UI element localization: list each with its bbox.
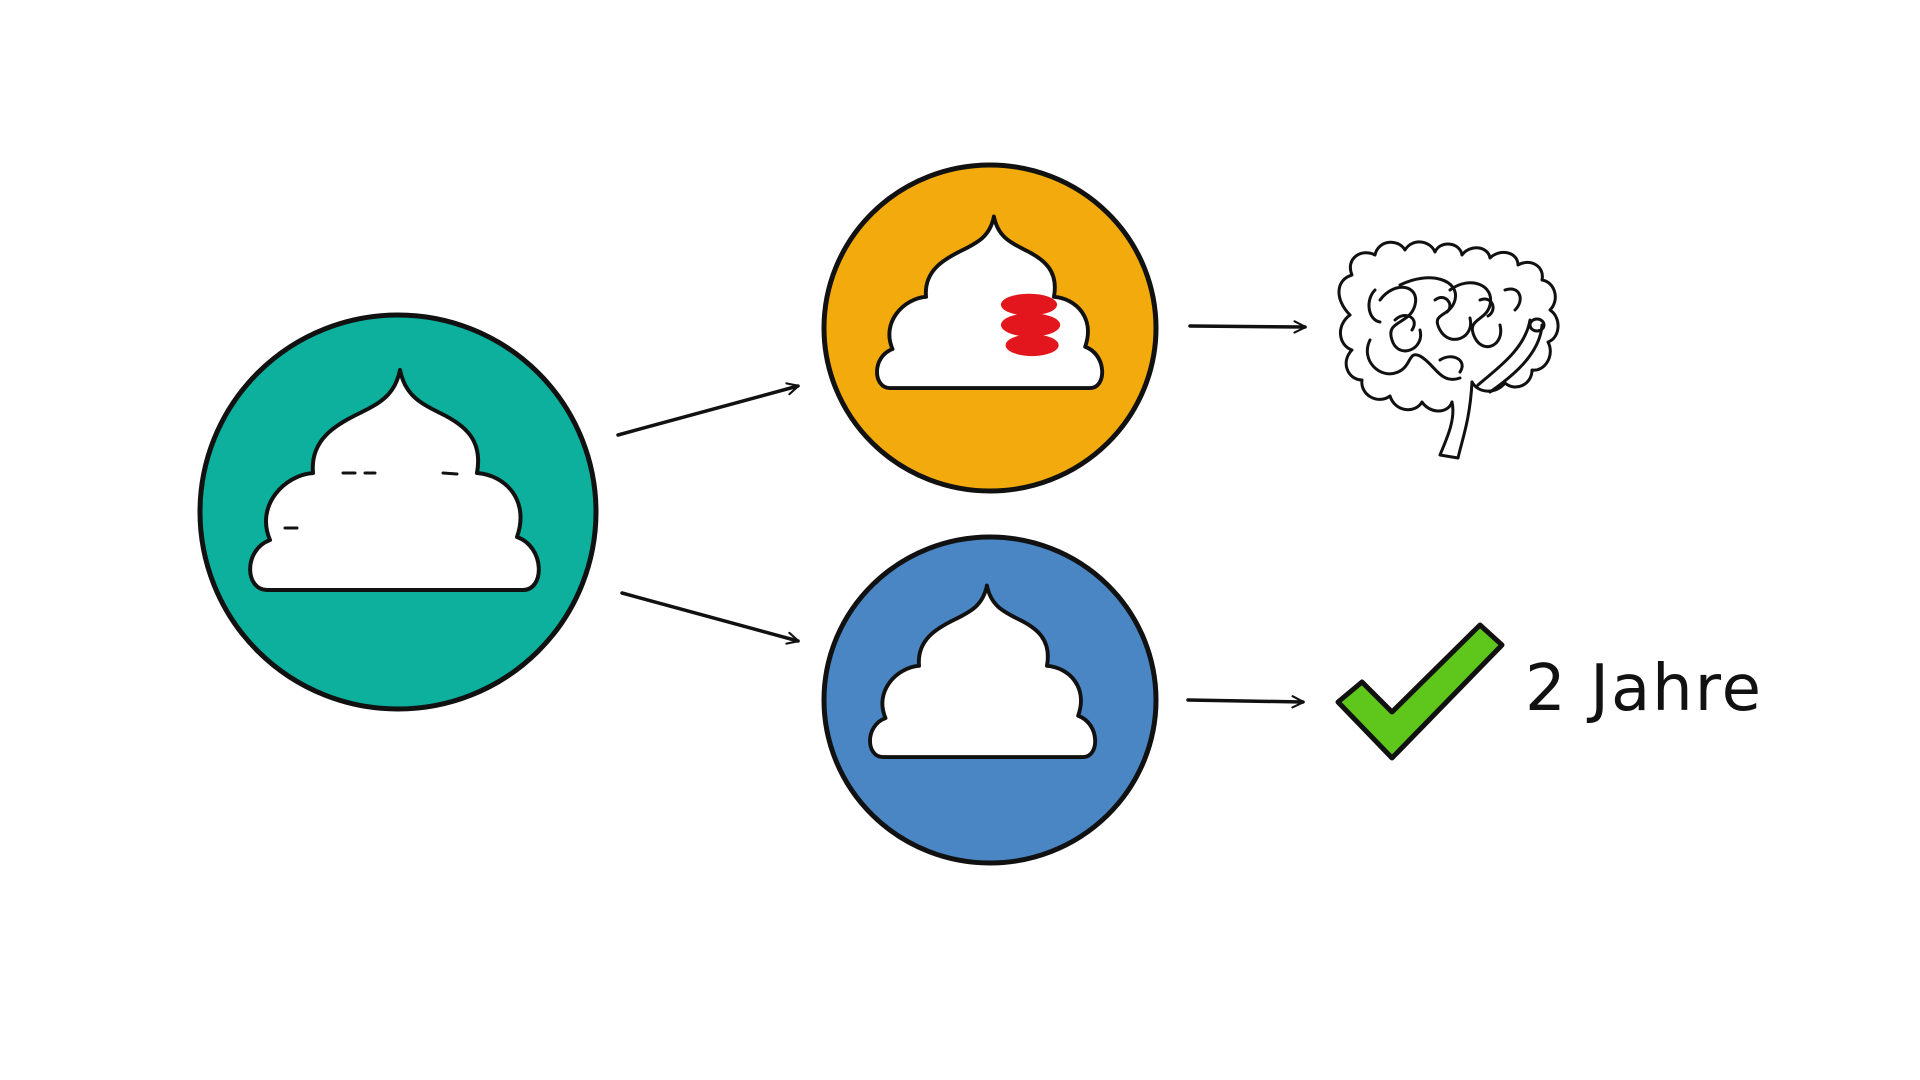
clear-stool-node <box>821 534 1159 866</box>
interval-label: 2 Jahre <box>1525 652 1763 726</box>
arrow-to-clear <box>620 591 800 645</box>
blood-stool-node <box>821 162 1159 494</box>
intestine-icon <box>1337 240 1560 460</box>
checkmark-icon <box>1335 622 1505 761</box>
arrow-to-checkmark <box>1186 695 1305 709</box>
poop-with-blood-icon <box>875 214 1105 391</box>
source-stool-node <box>197 312 599 712</box>
blood-icon <box>1000 293 1061 357</box>
arrow-to-intestine <box>1188 320 1307 334</box>
arrow-to-blood <box>616 382 800 437</box>
poop-icon <box>248 368 541 592</box>
